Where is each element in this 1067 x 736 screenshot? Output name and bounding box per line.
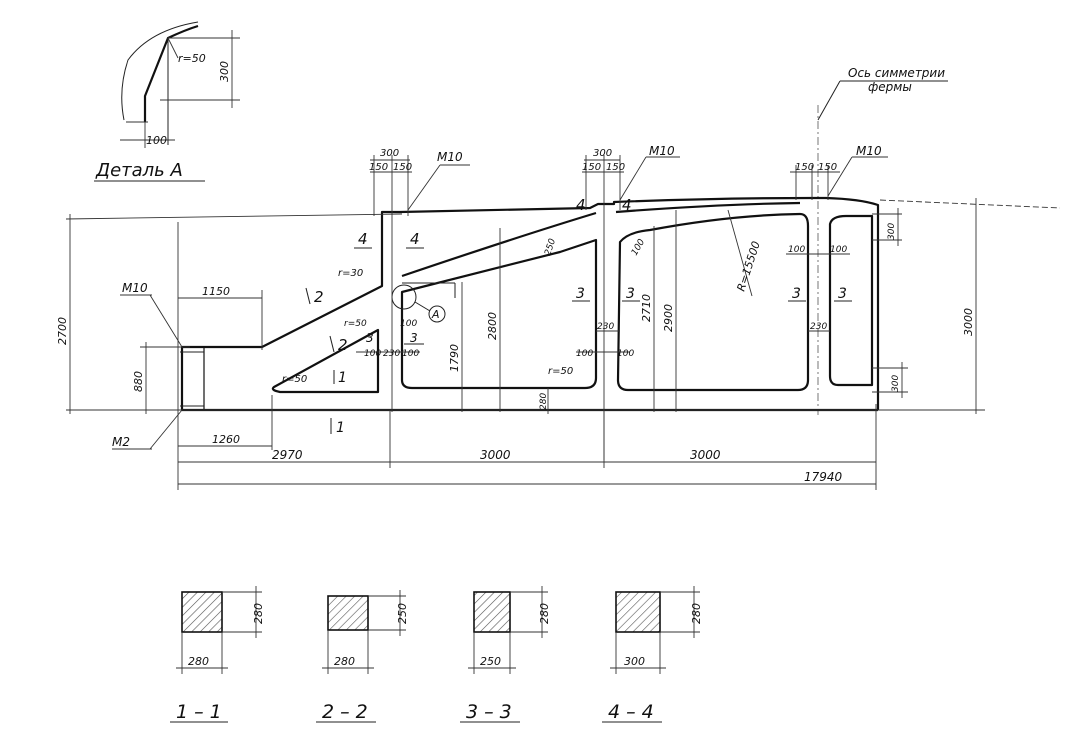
mark-m10-c: M10 bbox=[856, 144, 882, 158]
dim-3000-height: 3000 bbox=[962, 308, 975, 336]
symmetry-label-1: Ось симметрии bbox=[848, 66, 945, 80]
dim-top-b-300: 300 bbox=[593, 148, 612, 159]
section-1-1: 280 280 1 – 1 bbox=[170, 586, 265, 723]
dim-2900: 2900 bbox=[662, 304, 675, 332]
dim-r30: r=30 bbox=[338, 268, 363, 279]
dim-100d: 100 bbox=[576, 349, 593, 359]
mark-m10-left: M10 bbox=[122, 281, 148, 295]
section-1-height: 280 bbox=[252, 603, 265, 624]
section-3-width: 250 bbox=[480, 655, 501, 668]
dim-100b: 100 bbox=[402, 349, 419, 359]
member-2b: 2 bbox=[338, 336, 348, 354]
section-3-label: 3 – 3 bbox=[466, 701, 512, 723]
dim-2710: 2710 bbox=[640, 294, 653, 322]
dim-230a: 230 bbox=[383, 349, 400, 359]
dim-100c: 100 bbox=[400, 319, 417, 329]
member-4a: 4 bbox=[358, 230, 368, 248]
dim-100f: 100 bbox=[630, 237, 647, 257]
section-4-height: 280 bbox=[690, 603, 703, 624]
mark-m2: M2 bbox=[112, 435, 130, 449]
dim-880: 880 bbox=[132, 371, 145, 392]
member-2a: 2 bbox=[314, 288, 324, 306]
dim-top-b-150l: 150 bbox=[582, 162, 601, 173]
dim-300-right-top: 300 bbox=[887, 223, 897, 240]
dim-280: 280 bbox=[539, 393, 549, 410]
dim-100e: 100 bbox=[617, 349, 634, 359]
section-1-width: 280 bbox=[188, 655, 209, 668]
mark-m10-b: M10 bbox=[649, 144, 675, 158]
symmetry-label-2: фермы bbox=[868, 80, 912, 94]
member-3b: 3 bbox=[410, 331, 418, 345]
dim-17940: 17940 bbox=[804, 470, 843, 484]
member-4b: 4 bbox=[410, 230, 420, 248]
member-3a: 3 bbox=[366, 331, 374, 345]
member-3c: 3 bbox=[576, 286, 585, 302]
member-labels: 4 4 4 4 2 2 3 3 3 3 3 3 1 1 bbox=[305, 196, 852, 436]
dim-100g: 100 bbox=[788, 245, 805, 255]
section-2-label: 2 – 2 bbox=[322, 701, 368, 723]
dim-1150: 1150 bbox=[202, 285, 230, 298]
dim-100h: 100 bbox=[830, 245, 847, 255]
section-3-height: 280 bbox=[538, 603, 551, 624]
dimension-labels: 300 150 150 M10 300 150 150 M10 150 150 … bbox=[56, 144, 975, 484]
callout-a: A bbox=[431, 308, 440, 321]
dim-r50b: r=50 bbox=[282, 374, 307, 385]
dim-2970: 2970 bbox=[272, 448, 303, 462]
dim-top-a-150r: 150 bbox=[393, 162, 412, 173]
dim-top-a-150l: 150 bbox=[369, 162, 388, 173]
detail-a: r=50 300 100 Деталь А bbox=[94, 21, 240, 182]
dim-r50c: r=50 bbox=[548, 366, 573, 377]
dim-1260: 1260 bbox=[212, 433, 240, 446]
detail-title: Деталь А bbox=[95, 160, 183, 181]
section-2-width: 280 bbox=[334, 655, 355, 668]
dim-2700: 2700 bbox=[56, 317, 69, 345]
detail-dim-300: 300 bbox=[218, 61, 231, 82]
section-2-height: 250 bbox=[396, 603, 409, 624]
section-4-width: 300 bbox=[624, 655, 645, 668]
member-1b: 1 bbox=[336, 420, 345, 436]
dim-top-c-150r: 150 bbox=[818, 162, 837, 173]
dim-r50a: r=50 bbox=[344, 319, 367, 329]
section-4-4: 300 280 4 – 4 bbox=[602, 586, 703, 723]
member-3f: 3 bbox=[838, 286, 847, 302]
symmetry-axis: Ось симметрии фермы bbox=[817, 66, 948, 415]
dim-top-c-150l: 150 bbox=[795, 162, 814, 173]
dim-top-b-150r: 150 bbox=[606, 162, 625, 173]
member-3d: 3 bbox=[626, 286, 635, 302]
dim-100a: 100 bbox=[364, 349, 381, 359]
detail-radius: r=50 bbox=[178, 52, 206, 65]
dim-300-right-bottom: 300 bbox=[891, 375, 901, 392]
section-3-3: 250 280 3 – 3 bbox=[460, 586, 551, 723]
dim-3000a: 3000 bbox=[480, 448, 511, 462]
dim-230b: 230 bbox=[597, 322, 614, 332]
member-4c: 4 bbox=[576, 196, 586, 214]
member-4d: 4 bbox=[622, 196, 632, 214]
dimension-lines bbox=[65, 155, 1061, 490]
dim-2800: 2800 bbox=[486, 312, 499, 340]
mark-m10-a: M10 bbox=[437, 150, 463, 164]
dim-230c: 230 bbox=[810, 322, 827, 332]
dim-top-a-300: 300 bbox=[380, 148, 399, 159]
detail-dim-100: 100 bbox=[146, 134, 167, 147]
dim-1790: 1790 bbox=[448, 344, 461, 372]
dim-3000b: 3000 bbox=[690, 448, 721, 462]
section-2-2: 280 250 2 – 2 bbox=[316, 590, 409, 723]
section-4-label: 4 – 4 bbox=[608, 701, 654, 723]
section-1-label: 1 – 1 bbox=[176, 701, 222, 723]
member-1a: 1 bbox=[338, 370, 347, 386]
member-3e: 3 bbox=[792, 286, 801, 302]
